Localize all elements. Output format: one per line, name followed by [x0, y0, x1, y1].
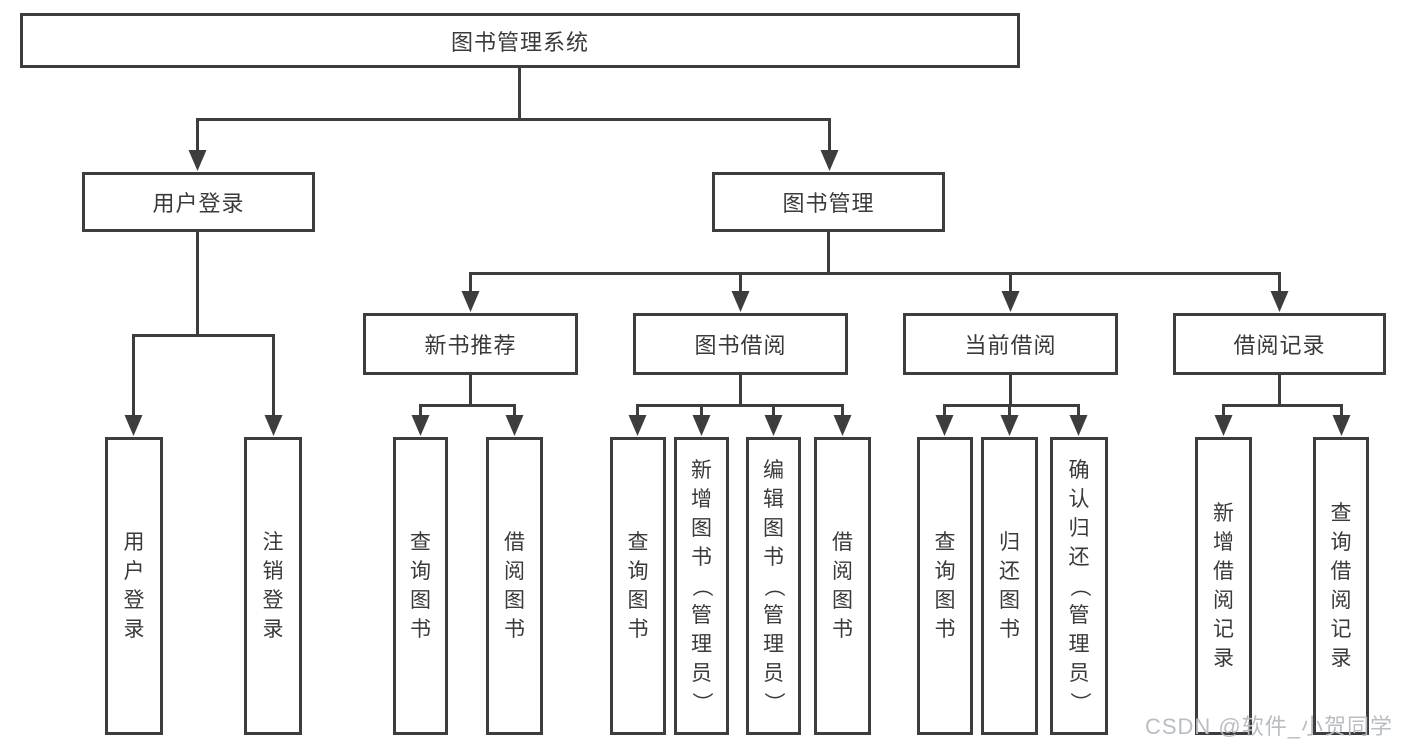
leaf-logout: 注销登录 [244, 437, 302, 735]
leaf-borrow-books: 借阅图书 [814, 437, 871, 735]
node-label: 用户登录 [152, 191, 245, 216]
leaf-query-borrow-record: 查询借阅记录 [1313, 437, 1369, 735]
node-label: 确认归还（管理员） [1067, 458, 1091, 713]
node-label: 借阅图书 [504, 531, 525, 641]
node-library-management-system: 图书管理系统 [20, 13, 1020, 68]
node-label: 图书管理 [782, 191, 875, 216]
node-label: 当前借阅 [964, 333, 1057, 358]
leaf-query-books-recommend: 查询图书 [393, 437, 448, 735]
node-label: 新增图书（管理员） [690, 458, 713, 713]
node-label: 归还图书 [999, 531, 1020, 641]
leaf-query-books-borrow: 查询图书 [610, 437, 666, 735]
leaf-query-books-current: 查询图书 [917, 437, 973, 735]
node-label: 查询图书 [627, 531, 649, 641]
leaf-return-books: 归还图书 [981, 437, 1038, 735]
leaf-borrow-books-recommend: 借阅图书 [486, 437, 543, 735]
node-label: 查询借阅记录 [1330, 502, 1352, 670]
node-label: 新书推荐 [424, 333, 517, 358]
node-new-book-recommend: 新书推荐 [363, 313, 578, 375]
node-label: 新增借阅记录 [1213, 502, 1234, 670]
node-label: 图书借阅 [694, 333, 787, 358]
arrowheads [124, 150, 1351, 436]
node-label: 编辑图书（管理员） [762, 458, 785, 713]
node-current-borrow: 当前借阅 [903, 313, 1118, 375]
leaf-user-login: 用户登录 [105, 437, 163, 735]
node-label: 图书管理系统 [450, 29, 589, 55]
node-borrow-records: 借阅记录 [1173, 313, 1386, 375]
node-label: 注销登录 [262, 531, 284, 641]
leaf-edit-book-admin: 编辑图书（管理员） [746, 437, 801, 735]
watermark-text: CSDN @软件_小贺同学 [1144, 714, 1393, 739]
leaf-confirm-return-admin: 确认归还（管理员） [1050, 437, 1108, 735]
node-user-login: 用户登录 [82, 172, 315, 232]
node-label: 查询图书 [410, 531, 431, 641]
node-label: 用户登录 [123, 531, 145, 641]
node-book-management: 图书管理 [712, 172, 945, 232]
node-label: 借阅记录 [1233, 333, 1326, 358]
node-book-borrow: 图书借阅 [633, 313, 848, 375]
node-label: 借阅图书 [832, 531, 853, 641]
leaf-add-borrow-record: 新增借阅记录 [1195, 437, 1252, 735]
leaf-add-book-admin: 新增图书（管理员） [674, 437, 729, 735]
node-label: 查询图书 [934, 531, 956, 641]
